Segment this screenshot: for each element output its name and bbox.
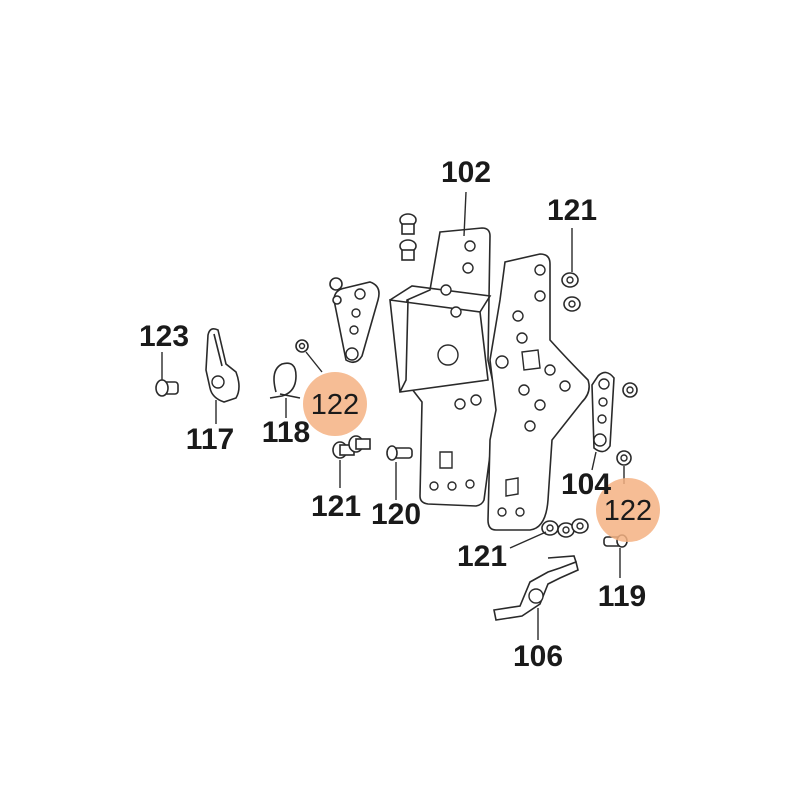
lever-117: [205, 328, 240, 403]
lever-106: [493, 555, 579, 621]
main-bracket-plate: [389, 227, 590, 531]
part-label-119: 119: [598, 580, 646, 613]
washer-122-right: [616, 450, 632, 466]
pin-120: [386, 445, 413, 461]
part-label-122-left: 122: [311, 389, 359, 421]
highlight-circle-122-left: [303, 372, 367, 436]
highlight-circle-122-right: [596, 478, 660, 542]
part-label-122-right: 122: [604, 495, 652, 527]
part-label-121-top: 121: [547, 194, 597, 227]
part-label-104: 104: [561, 468, 611, 501]
link-plate-left: [333, 281, 380, 364]
spring-118: [269, 362, 301, 399]
part-label-117: 117: [186, 423, 234, 456]
part-label-123: 123: [139, 320, 189, 353]
washer-right-top: [622, 382, 638, 398]
screw-group-121-bottom: [541, 518, 589, 538]
screw-group-121-left: [332, 435, 371, 459]
part-label-121-bottom: 121: [457, 540, 507, 573]
bolt-123: [155, 379, 179, 397]
screw-group-upper-left: [329, 213, 417, 305]
screw-group-121-top: [561, 272, 581, 312]
link-plate-104: [591, 371, 615, 453]
part-label-102: 102: [441, 156, 491, 189]
part-label-121-left: 121: [311, 490, 361, 523]
part-label-120: 120: [371, 498, 421, 531]
washer-122-left: [295, 339, 309, 353]
part-label-106: 106: [513, 640, 563, 673]
part-label-118: 118: [262, 416, 310, 449]
